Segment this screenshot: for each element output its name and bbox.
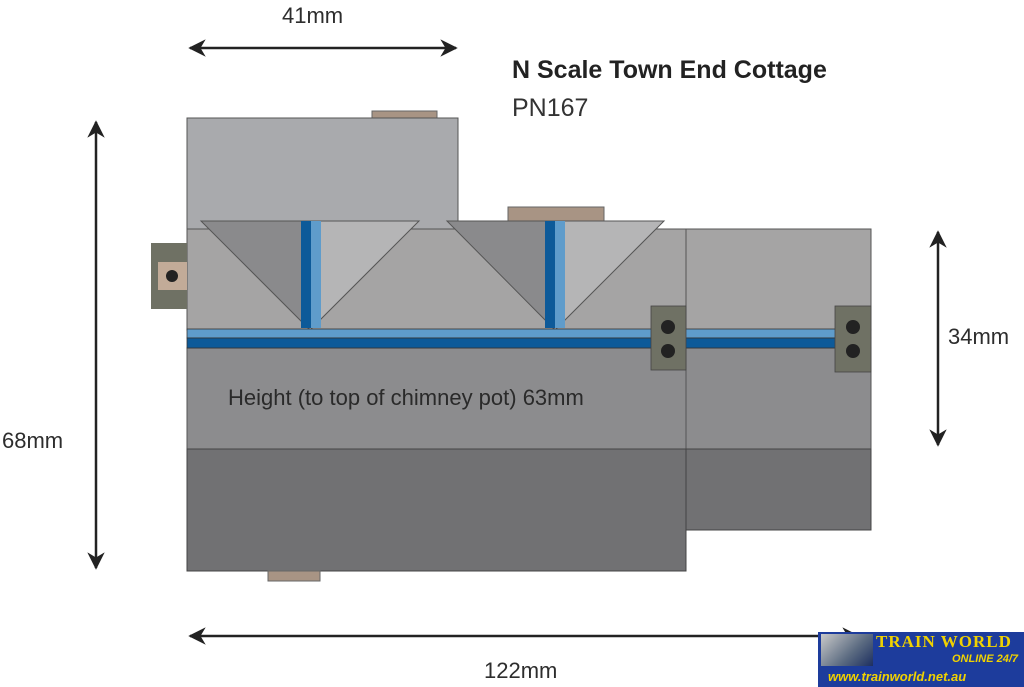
dimension-label-width-top: 41mm — [282, 3, 344, 28]
dimension-label-right-height: 34mm — [948, 324, 1010, 349]
base-main — [186, 448, 687, 572]
bracket-right — [834, 305, 872, 373]
base-tab — [267, 570, 321, 582]
logo-tagline: ONLINE 24/7 — [951, 653, 1018, 665]
upper-block — [186, 117, 459, 231]
base-right — [685, 448, 872, 531]
locomotive-photo — [821, 634, 873, 666]
trainworld-logo: TRAIN WORLD ONLINE 24/7 www.trainworld.n… — [818, 632, 1024, 687]
logo-url: www.trainworld.net.au — [828, 669, 967, 684]
dimension-label-total-height: 68mm — [2, 428, 64, 453]
dimension-label-total-width: 122mm — [484, 658, 558, 683]
logo-brand: TRAIN WORLD — [876, 632, 1012, 651]
gutter-light — [186, 328, 872, 339]
product-title: N Scale Town End Cottage — [512, 56, 827, 84]
dormer-left — [199, 220, 421, 331]
gutter-dark — [186, 337, 872, 349]
chimney-height-note: Height (to top of chimney pot) 63mm — [228, 385, 584, 410]
bracket-middle — [650, 305, 687, 371]
bracket-left — [151, 243, 187, 309]
chimney-pot — [507, 206, 605, 222]
dormer-right — [445, 220, 666, 331]
part-number: PN167 — [512, 94, 589, 122]
